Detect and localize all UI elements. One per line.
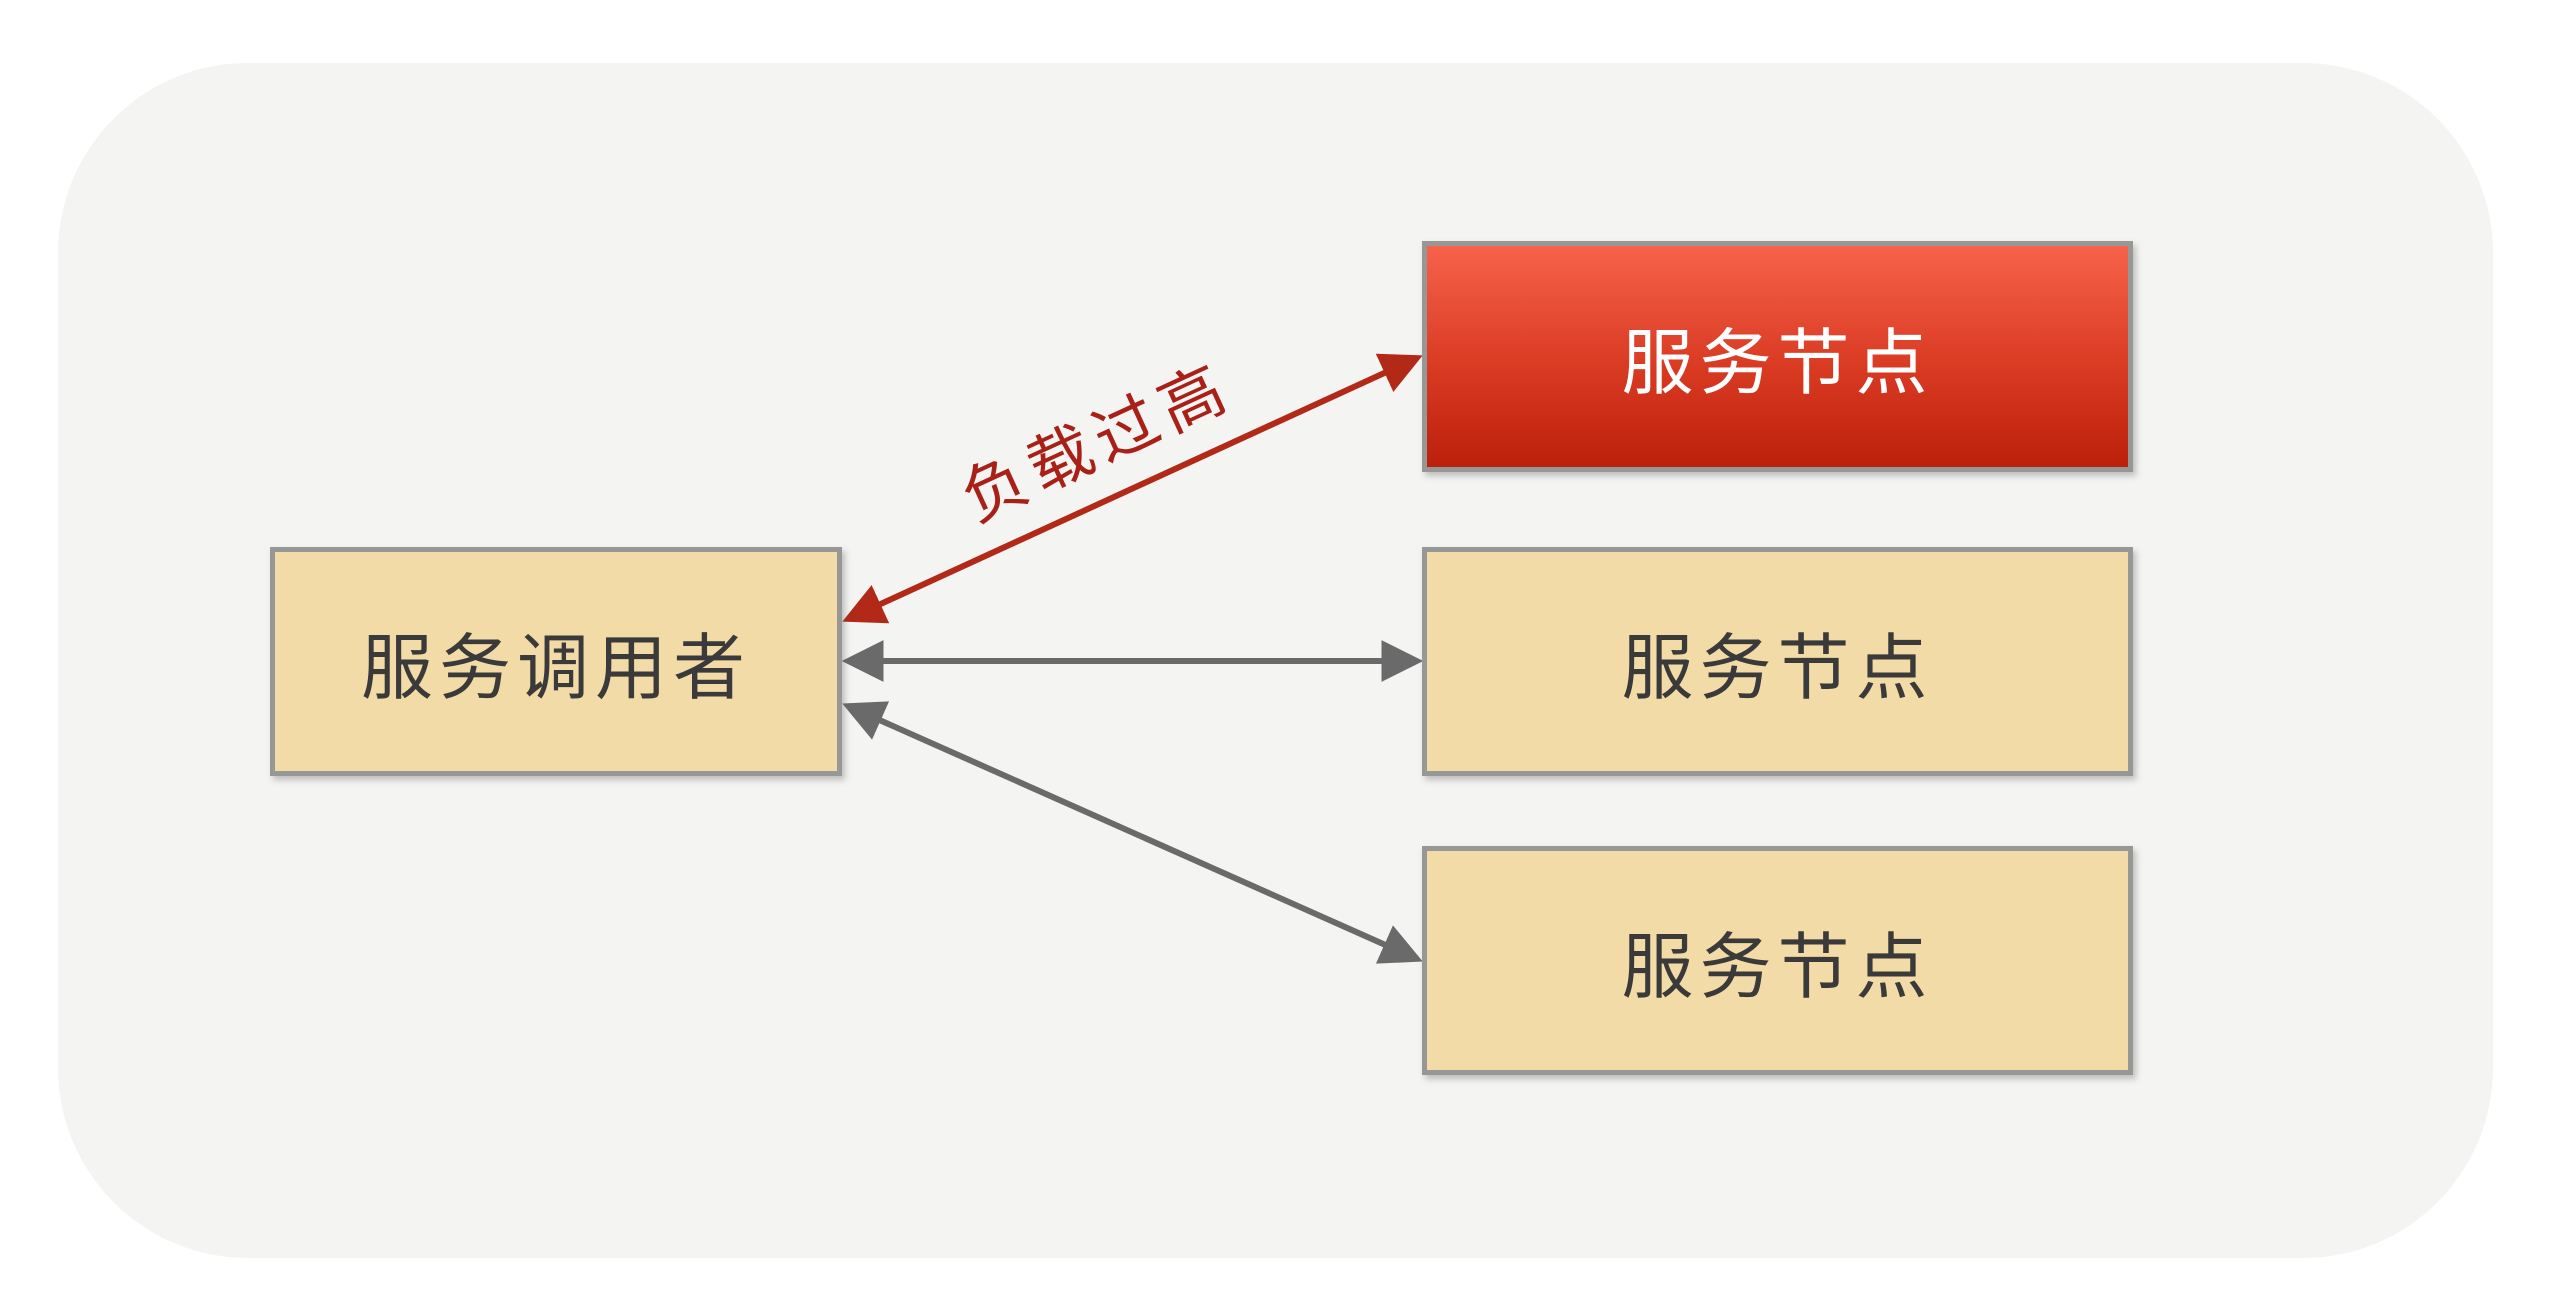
node-service-caller-label: 服务调用者: [360, 629, 751, 709]
node-service-node-overloaded-label: 服务节点: [1621, 324, 1934, 404]
node-service-node-overloaded: 服务节点: [1422, 241, 2133, 472]
node-service-node-bottom-label: 服务节点: [1621, 928, 1934, 1008]
node-service-node-middle-label: 服务节点: [1621, 629, 1934, 709]
node-service-caller: 服务调用者: [270, 547, 842, 776]
node-service-node-bottom: 服务节点: [1422, 846, 2133, 1075]
node-service-node-middle: 服务节点: [1422, 547, 2133, 776]
